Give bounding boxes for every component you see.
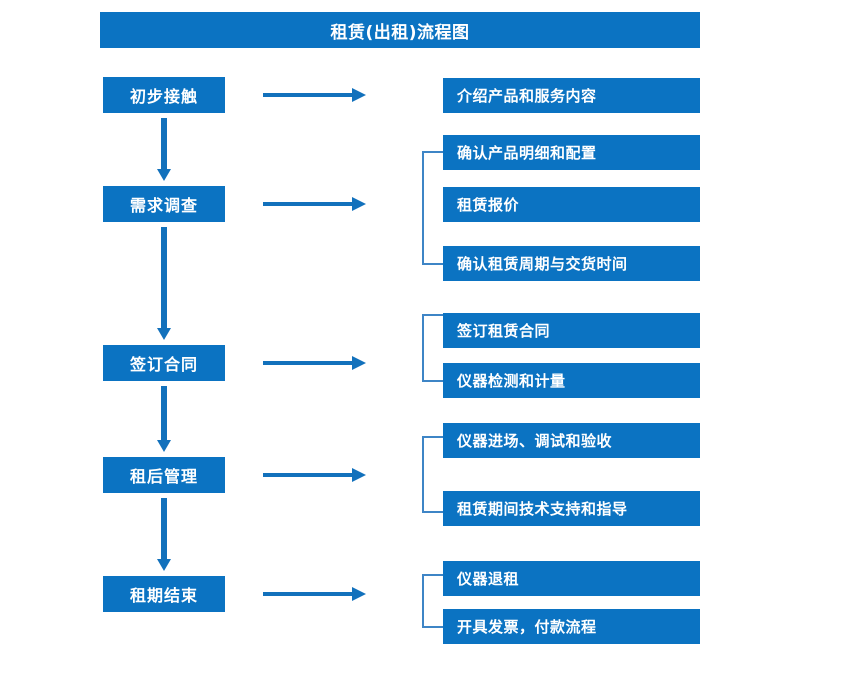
stage-box-2[interactable]: 需求调查 [103,186,225,222]
bracket-icon-group-3 [422,314,443,382]
detail-box-3-2[interactable]: 仪器检测和计量 [443,363,700,398]
detail-label-4-2: 租赁期间技术支持和指导 [457,500,628,518]
page-title: 租赁(出租)流程图 [100,12,700,48]
detail-box-4-1[interactable]: 仪器进场、调试和验收 [443,423,700,458]
detail-label-2-3: 确认租赁周期与交货时间 [457,255,628,273]
horizontal-arrow-icon-4 [263,468,366,482]
detail-box-2-3[interactable]: 确认租赁周期与交货时间 [443,246,700,281]
detail-label-3-2: 仪器检测和计量 [457,372,566,390]
bracket-icon-group-5 [422,574,443,628]
vertical-arrow-icon-1-2 [157,118,171,181]
bracket-icon-group-2 [422,151,443,265]
detail-box-3-1[interactable]: 签订租赁合同 [443,313,700,348]
horizontal-arrow-icon-5 [263,587,366,601]
detail-box-1-1[interactable]: 介绍产品和服务内容 [443,78,700,113]
detail-label-5-1: 仪器退租 [457,570,520,588]
detail-label-3-1: 签订租赁合同 [457,322,551,340]
stage-label-2: 需求调查 [129,196,198,215]
vertical-arrow-icon-4-5 [157,498,171,571]
stage-label-3: 签订合同 [129,355,198,374]
detail-box-2-2[interactable]: 租赁报价 [443,187,700,222]
detail-label-2-2: 租赁报价 [457,196,520,214]
stage-label-4: 租后管理 [129,467,198,486]
detail-box-4-2[interactable]: 租赁期间技术支持和指导 [443,491,700,526]
bracket-icon-group-4 [422,436,443,513]
detail-box-5-1[interactable]: 仪器退租 [443,561,700,596]
stage-box-1[interactable]: 初步接触 [103,77,225,113]
stage-box-4[interactable]: 租后管理 [103,457,225,493]
vertical-arrow-icon-3-4 [157,386,171,452]
detail-label-2-1: 确认产品明细和配置 [457,144,597,162]
detail-label-1-1: 介绍产品和服务内容 [457,87,597,105]
stage-box-5[interactable]: 租期结束 [103,576,225,612]
stage-label-5: 租期结束 [129,586,198,605]
detail-box-2-1[interactable]: 确认产品明细和配置 [443,135,700,170]
stage-label-1: 初步接触 [129,87,198,106]
horizontal-arrow-icon-1 [263,88,366,102]
detail-box-5-2[interactable]: 开具发票，付款流程 [443,609,700,644]
vertical-arrow-icon-2-3 [157,227,171,340]
horizontal-arrow-icon-3 [263,356,366,370]
horizontal-arrow-icon-2 [263,197,366,211]
detail-label-5-2: 开具发票，付款流程 [457,618,597,636]
detail-label-4-1: 仪器进场、调试和验收 [457,432,613,450]
stage-box-3[interactable]: 签订合同 [103,345,225,381]
